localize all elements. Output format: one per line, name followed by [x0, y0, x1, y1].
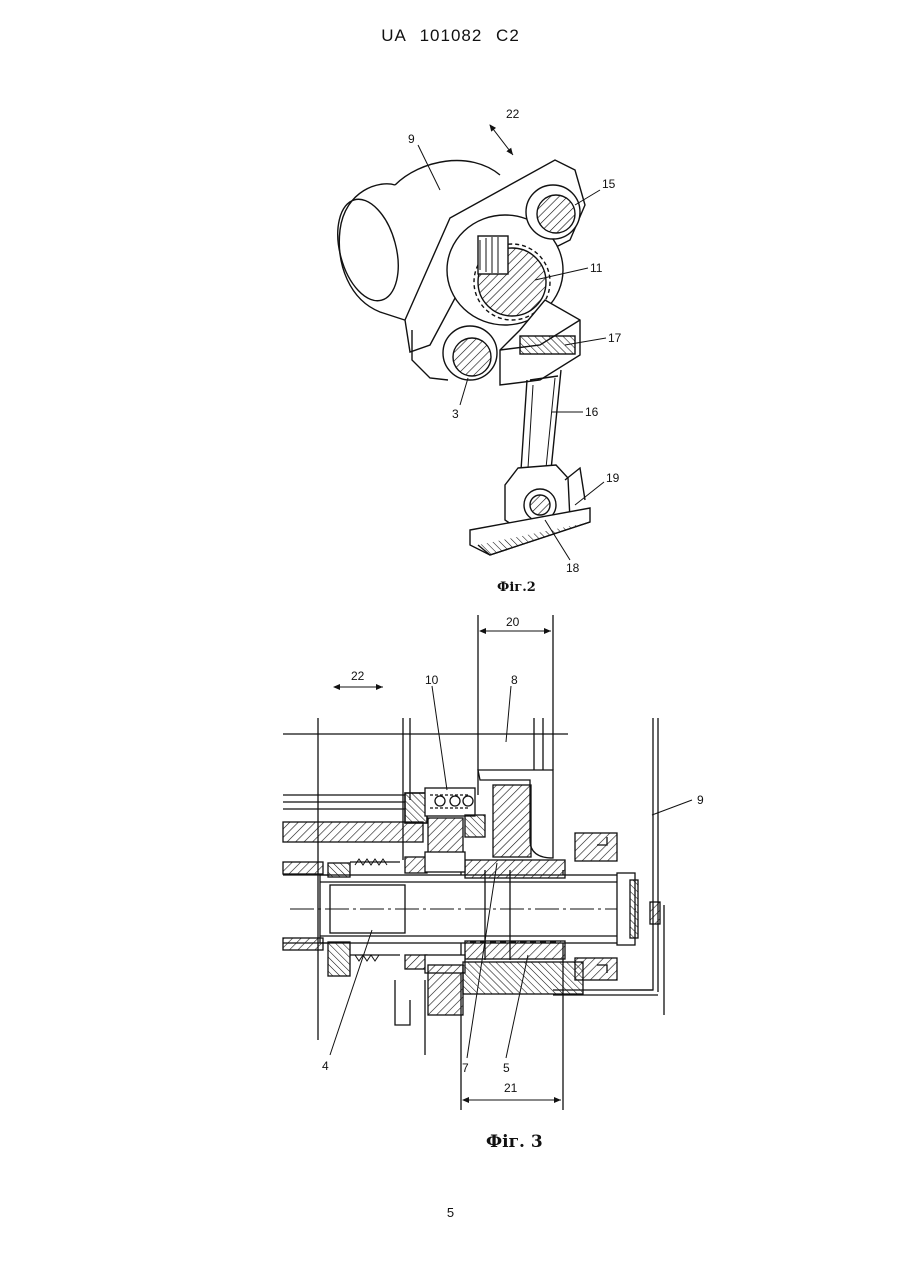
label-18: 18	[566, 561, 580, 575]
label-3: 3	[452, 407, 459, 421]
figure-3-caption: Фіг. 3	[486, 1132, 543, 1152]
label-20: 20	[506, 615, 520, 629]
label-21: 21	[504, 1081, 518, 1095]
label-7: 7	[462, 1061, 469, 1075]
figure-2-caption: Фіг.2	[497, 580, 536, 595]
label-4: 4	[322, 1059, 329, 1073]
label-22b: 22	[351, 669, 365, 683]
label-15: 15	[602, 177, 616, 191]
page-number: 5	[0, 1205, 901, 1220]
figure-2-drawing	[327, 160, 590, 555]
label-5: 5	[503, 1061, 510, 1075]
label-9: 9	[408, 132, 415, 146]
label-19: 19	[606, 471, 620, 485]
label-11: 11	[590, 261, 603, 275]
label-10: 10	[425, 673, 439, 687]
label-22: 22	[506, 107, 520, 121]
label-9b: 9	[697, 793, 704, 807]
label-16: 16	[585, 405, 599, 419]
label-17: 17	[608, 331, 622, 345]
label-8: 8	[511, 673, 518, 687]
figure-3-drawing	[283, 615, 664, 1110]
